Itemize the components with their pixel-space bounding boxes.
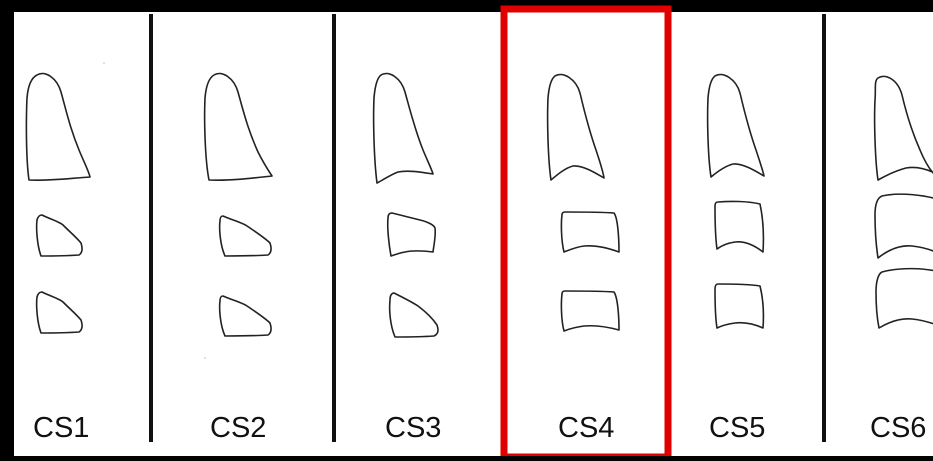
cs2-c3-vertebra: [218, 215, 272, 257]
stage-label-cs1: CS1: [33, 412, 90, 444]
cs4-c2-dens: [546, 73, 605, 181]
stage-label-cs2: CS2: [210, 412, 267, 444]
stage-cs1-figure: [25, 72, 91, 334]
cs2-c2-dens: [203, 72, 273, 181]
top-border: [0, 0, 933, 12]
panel-background: [14, 0, 933, 456]
speck: [103, 62, 105, 64]
cs3-c4-vertebra: [388, 292, 439, 338]
stage-cs2-figure: [203, 72, 273, 337]
cs4-c4-vertebra: [560, 290, 620, 332]
cs5-c4-vertebra: [714, 283, 765, 329]
stage-cs6-figure: [873, 75, 933, 329]
stage-cs4-figure: [546, 73, 620, 332]
cs5-c3-vertebra: [714, 200, 765, 253]
cs4-c3-vertebra: [560, 211, 620, 253]
cs3-c3-vertebra: [386, 212, 437, 257]
stage-label-cs3: CS3: [385, 412, 442, 444]
speck: [204, 357, 206, 359]
cs6-c4-vertebra: [875, 267, 933, 329]
cs1-c4-vertebra: [35, 291, 83, 334]
stage-cs5-figure: [706, 73, 765, 329]
stage-label-cs6: CS6: [870, 414, 927, 443]
stage-label-cs4: CS4: [558, 412, 615, 444]
cs3-c2-dens: [372, 72, 434, 184]
left-border: [0, 0, 14, 456]
cs2-c4-vertebra: [218, 295, 272, 337]
stage-label-cs5: CS5: [709, 412, 766, 444]
cs1-c2-dens: [25, 72, 91, 181]
cs5-c2-dens: [706, 73, 765, 178]
cs6-c3-vertebra: [874, 193, 933, 259]
cs6-c2-dens: [873, 75, 933, 181]
stage-cs3-figure: [372, 72, 439, 338]
cs1-c3-vertebra: [35, 214, 83, 257]
